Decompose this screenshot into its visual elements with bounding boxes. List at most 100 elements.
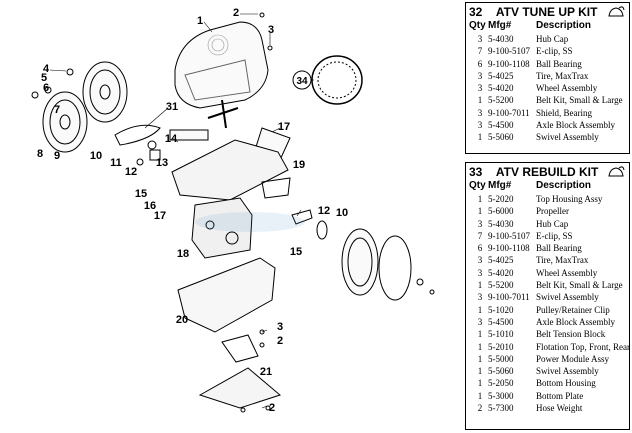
callout-c15a: 15 — [135, 188, 147, 200]
callout-c19: 19 — [293, 159, 305, 171]
item-mfg: 5-1020 — [488, 304, 514, 315]
item-qty: 1 — [477, 194, 483, 204]
callout-c34: 34 — [296, 76, 308, 87]
callout-c7: 7 — [54, 104, 60, 116]
item-qty: 3 — [477, 316, 483, 327]
flotation-top-part[interactable] — [171, 139, 289, 201]
eclip-part[interactable] — [259, 12, 265, 18]
kit-item-row: 3 5-4025 Tire, MaxTrax — [466, 70, 629, 82]
item-mfg: 5-3000 — [488, 390, 514, 401]
item-description: Bottom Housing — [536, 378, 596, 389]
callout-c6: 6 — [43, 82, 49, 94]
qty-header: Qty — [469, 20, 486, 31]
callout-c9: 9 — [54, 150, 60, 162]
callout-c10a: 10 — [90, 150, 102, 162]
belt-part[interactable] — [114, 124, 161, 146]
item-qty: 1 — [477, 353, 483, 364]
item-qty: 1 — [477, 304, 483, 315]
item-qty: 3 — [477, 70, 483, 81]
item-description: Ball Bearing — [536, 58, 582, 69]
callout-c2a: 2 — [233, 7, 239, 19]
item-mfg: 5-4500 — [488, 120, 514, 131]
cleaner-icon — [608, 6, 625, 17]
item-mfg: 5-4030 — [488, 218, 514, 229]
item-mfg: 5-5060 — [488, 366, 514, 377]
eclip-part-2[interactable] — [66, 68, 74, 76]
tune-up-kit-table: 32 ATV TUNE UP KIT Qty Mfg# Description … — [465, 2, 630, 154]
item-description: Belt Tension Block — [536, 329, 606, 340]
axle-block-right[interactable] — [291, 209, 313, 225]
propeller-part[interactable] — [207, 99, 239, 129]
item-qty: 3 — [477, 267, 483, 278]
item-description: Pulley/Retainer Clip — [536, 304, 610, 315]
top-housing-part[interactable] — [174, 21, 269, 109]
mfg-header: Mfg# — [488, 180, 512, 191]
callout-c2b: 2 — [277, 335, 283, 347]
item-description: Flotation Top, Front, Rear — [536, 341, 630, 352]
item-mfg: 9-100-5107 — [488, 230, 530, 241]
callout-c14: 14 — [165, 133, 178, 145]
callout-c3b: 3 — [277, 321, 283, 333]
item-mfg: 9-100-1108 — [488, 243, 530, 254]
bottom-plate-part[interactable] — [198, 367, 282, 409]
pulley-right[interactable] — [316, 220, 328, 240]
hubcap-part[interactable] — [31, 91, 39, 99]
callout-c10b: 10 — [336, 207, 348, 219]
item-qty: 3 — [477, 83, 483, 94]
watermark — [195, 212, 305, 232]
rebuild-kit-table: 33 ATV REBUILD KIT Qty Mfg# Description … — [465, 162, 630, 430]
item-description: Hub Cap — [536, 218, 569, 229]
callout-c13: 13 — [156, 157, 168, 169]
description-header: Description — [536, 180, 592, 191]
bearing-part[interactable] — [44, 86, 52, 94]
item-description: Tire, MaxTrax — [536, 255, 589, 266]
item-description: E-clip, SS — [536, 230, 573, 241]
item-qty: 1 — [477, 132, 483, 143]
right-wheel-assembly[interactable] — [341, 228, 435, 301]
mfg-header: Mfg# — [488, 20, 512, 31]
item-description: Wheel Assembly — [536, 267, 598, 278]
item-description: Axle Block Assembly — [536, 120, 615, 131]
item-mfg: 9-100-7011 — [488, 292, 530, 303]
kit-title: ATV TUNE UP KIT — [495, 5, 598, 19]
item-qty: 1 — [477, 390, 483, 401]
item-qty: 1 — [477, 329, 483, 340]
item-qty: 3 — [477, 255, 483, 266]
cleaner-icon — [608, 166, 625, 177]
item-description: Tire, MaxTrax — [536, 70, 589, 81]
axle-block-parts[interactable] — [136, 129, 209, 166]
callout-c3a: 3 — [268, 24, 274, 36]
item-description: E-clip, SS — [536, 46, 573, 57]
hose-weight-part[interactable] — [221, 334, 259, 363]
item-mfg: 5-2020 — [488, 194, 514, 204]
left-wheel-assembly[interactable] — [42, 61, 128, 153]
tire-34-part[interactable] — [311, 55, 363, 105]
callout-c17b: 17 — [154, 210, 166, 222]
item-description: Hub Cap — [536, 34, 569, 44]
item-mfg: 5-4025 — [488, 70, 514, 81]
qty-header: Qty — [469, 180, 486, 191]
hubcap-small-part[interactable] — [267, 45, 273, 51]
power-module-part[interactable] — [191, 197, 253, 259]
bottom-housing-part[interactable] — [177, 257, 276, 333]
hose-connector-part[interactable] — [261, 177, 291, 199]
callout-c20: 20 — [176, 314, 188, 326]
callout-c12b: 12 — [318, 205, 330, 217]
item-qty: 1 — [477, 378, 483, 389]
callout-c17a: 17 — [278, 121, 290, 133]
item-description: Belt Kit, Small & Large — [536, 95, 623, 106]
